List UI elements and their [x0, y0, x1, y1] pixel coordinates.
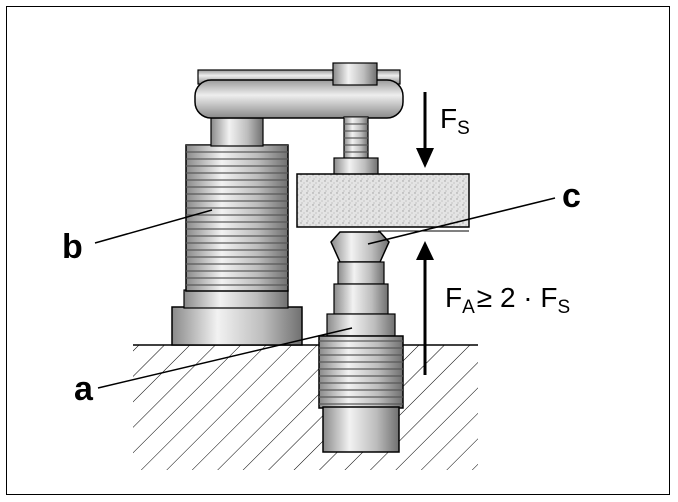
- leader-b: [94, 209, 213, 244]
- support-b: [171, 117, 303, 346]
- leader-a: [97, 327, 353, 389]
- label-fa: FA≥ 2 · FS: [445, 282, 570, 318]
- label-a: a: [74, 370, 94, 408]
- screw-head-nut: [332, 62, 378, 86]
- label-c: c: [562, 177, 581, 215]
- pressure-screw: [332, 62, 379, 176]
- leader-c: [367, 197, 556, 245]
- label-fs: FS: [440, 103, 470, 139]
- jack-top-nut-c: [330, 231, 390, 263]
- force-arrow-fa: [416, 241, 434, 375]
- label-b: b: [62, 228, 83, 266]
- support-b-base: [171, 306, 303, 346]
- workpiece: [296, 173, 470, 232]
- force-arrow-fs: [416, 92, 434, 168]
- screw-jack-a: [318, 231, 404, 453]
